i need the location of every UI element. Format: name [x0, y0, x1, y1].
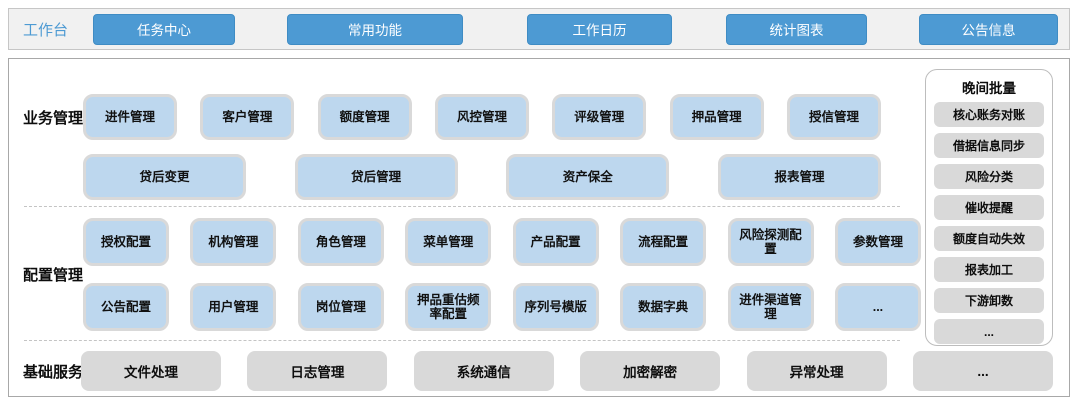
config-row-2: 公告配置用户管理岗位管理押品重估频率配置序列号模版数据字典进件渠道管理...	[83, 283, 921, 331]
config-module-tile[interactable]: 授权配置	[83, 218, 169, 266]
main-panel: 业务管理 进件管理客户管理额度管理风控管理评级管理押品管理授信管理 贷后变更贷后…	[8, 58, 1070, 397]
night-batch-job-tile[interactable]: 下游卸数	[934, 288, 1044, 313]
night-batch-job-tile[interactable]: 额度自动失效	[934, 226, 1044, 251]
workbench-topbar: 工作台 任务中心 常用功能 工作日历 统计图表 公告信息	[8, 8, 1070, 50]
business-module-tile[interactable]: 贷后变更	[83, 154, 246, 200]
business-module-tile[interactable]: 风控管理	[434, 94, 529, 140]
config-row-1: 授权配置机构管理角色管理菜单管理产品配置流程配置风险探测配置参数管理	[83, 218, 921, 266]
section-divider	[24, 340, 900, 341]
config-module-tile[interactable]: 参数管理	[834, 218, 921, 266]
section-label-config: 配置管理	[23, 267, 84, 284]
business-module-tile[interactable]: 报表管理	[717, 154, 881, 200]
business-module-tile[interactable]: 资产保全	[506, 154, 670, 200]
config-module-tile[interactable]: 菜单管理	[405, 218, 492, 266]
night-batch-title: 晚间批量	[962, 81, 1016, 96]
topbar-button-group: 任务中心 常用功能 工作日历 统计图表 公告信息	[81, 13, 1069, 45]
config-module-tile[interactable]: 数据字典	[620, 283, 707, 331]
business-row-1: 进件管理客户管理额度管理风控管理评级管理押品管理授信管理	[83, 94, 881, 140]
night-batch-job-tile[interactable]: 风险分类	[934, 164, 1044, 189]
night-batch-job-tile[interactable]: 报表加工	[934, 257, 1044, 282]
config-module-tile[interactable]: 用户管理	[190, 283, 277, 331]
base-service-tile[interactable]: 文件处理	[81, 351, 221, 391]
base-service-tile[interactable]: 日志管理	[247, 351, 388, 391]
topbar-button[interactable]: 公告信息	[919, 13, 1058, 45]
config-module-tile[interactable]: 序列号模版	[512, 283, 599, 331]
business-module-tile[interactable]: 额度管理	[317, 94, 412, 140]
config-module-tile[interactable]: 风险探测配置	[727, 218, 814, 266]
config-module-tile[interactable]: 进件渠道管理	[727, 283, 814, 331]
workbench-label: 工作台	[23, 21, 69, 39]
config-module-tile[interactable]: 岗位管理	[297, 283, 384, 331]
section-label-business: 业务管理	[23, 109, 84, 127]
business-row-2: 贷后变更 贷后管理 资产保全 报表管理	[83, 154, 881, 200]
config-module-tile[interactable]: 公告配置	[83, 283, 169, 331]
business-module-tile[interactable]: 贷后管理	[294, 154, 458, 200]
base-service-tile[interactable]: ...	[912, 351, 1053, 391]
section-divider	[24, 206, 900, 207]
topbar-button[interactable]: 统计图表	[726, 13, 867, 45]
topbar-button[interactable]: 任务中心	[93, 13, 235, 45]
night-batch-panel: 晚间批量 核心账务对账借据信息同步风险分类催收提醒额度自动失效报表加工下游卸数.…	[925, 69, 1053, 346]
base-service-tile[interactable]: 异常处理	[746, 351, 887, 391]
base-service-tile[interactable]: 系统通信	[413, 351, 554, 391]
config-module-tile[interactable]: 押品重估频率配置	[405, 283, 492, 331]
night-batch-job-tile[interactable]: 催收提醒	[934, 195, 1044, 220]
config-module-tile[interactable]: 流程配置	[620, 218, 707, 266]
base-service-row: 文件处理日志管理系统通信加密解密异常处理...	[81, 351, 1053, 391]
topbar-button[interactable]: 常用功能	[287, 13, 463, 45]
config-module-tile[interactable]: ...	[834, 283, 921, 331]
night-batch-job-tile[interactable]: ...	[934, 319, 1044, 344]
business-module-tile[interactable]: 客户管理	[200, 94, 295, 140]
config-module-tile[interactable]: 产品配置	[512, 218, 599, 266]
night-batch-list: 核心账务对账借据信息同步风险分类催收提醒额度自动失效报表加工下游卸数...	[934, 102, 1044, 344]
business-module-tile[interactable]: 授信管理	[786, 94, 881, 140]
business-module-tile[interactable]: 进件管理	[83, 94, 177, 140]
config-module-tile[interactable]: 角色管理	[297, 218, 384, 266]
business-module-tile[interactable]: 评级管理	[552, 94, 647, 140]
base-service-tile[interactable]: 加密解密	[580, 351, 721, 391]
business-module-tile[interactable]: 押品管理	[669, 94, 764, 140]
night-batch-job-tile[interactable]: 核心账务对账	[934, 102, 1044, 127]
section-label-base: 基础服务	[23, 363, 84, 381]
night-batch-job-tile[interactable]: 借据信息同步	[934, 133, 1044, 158]
config-module-tile[interactable]: 机构管理	[190, 218, 277, 266]
topbar-button[interactable]: 工作日历	[527, 13, 672, 45]
